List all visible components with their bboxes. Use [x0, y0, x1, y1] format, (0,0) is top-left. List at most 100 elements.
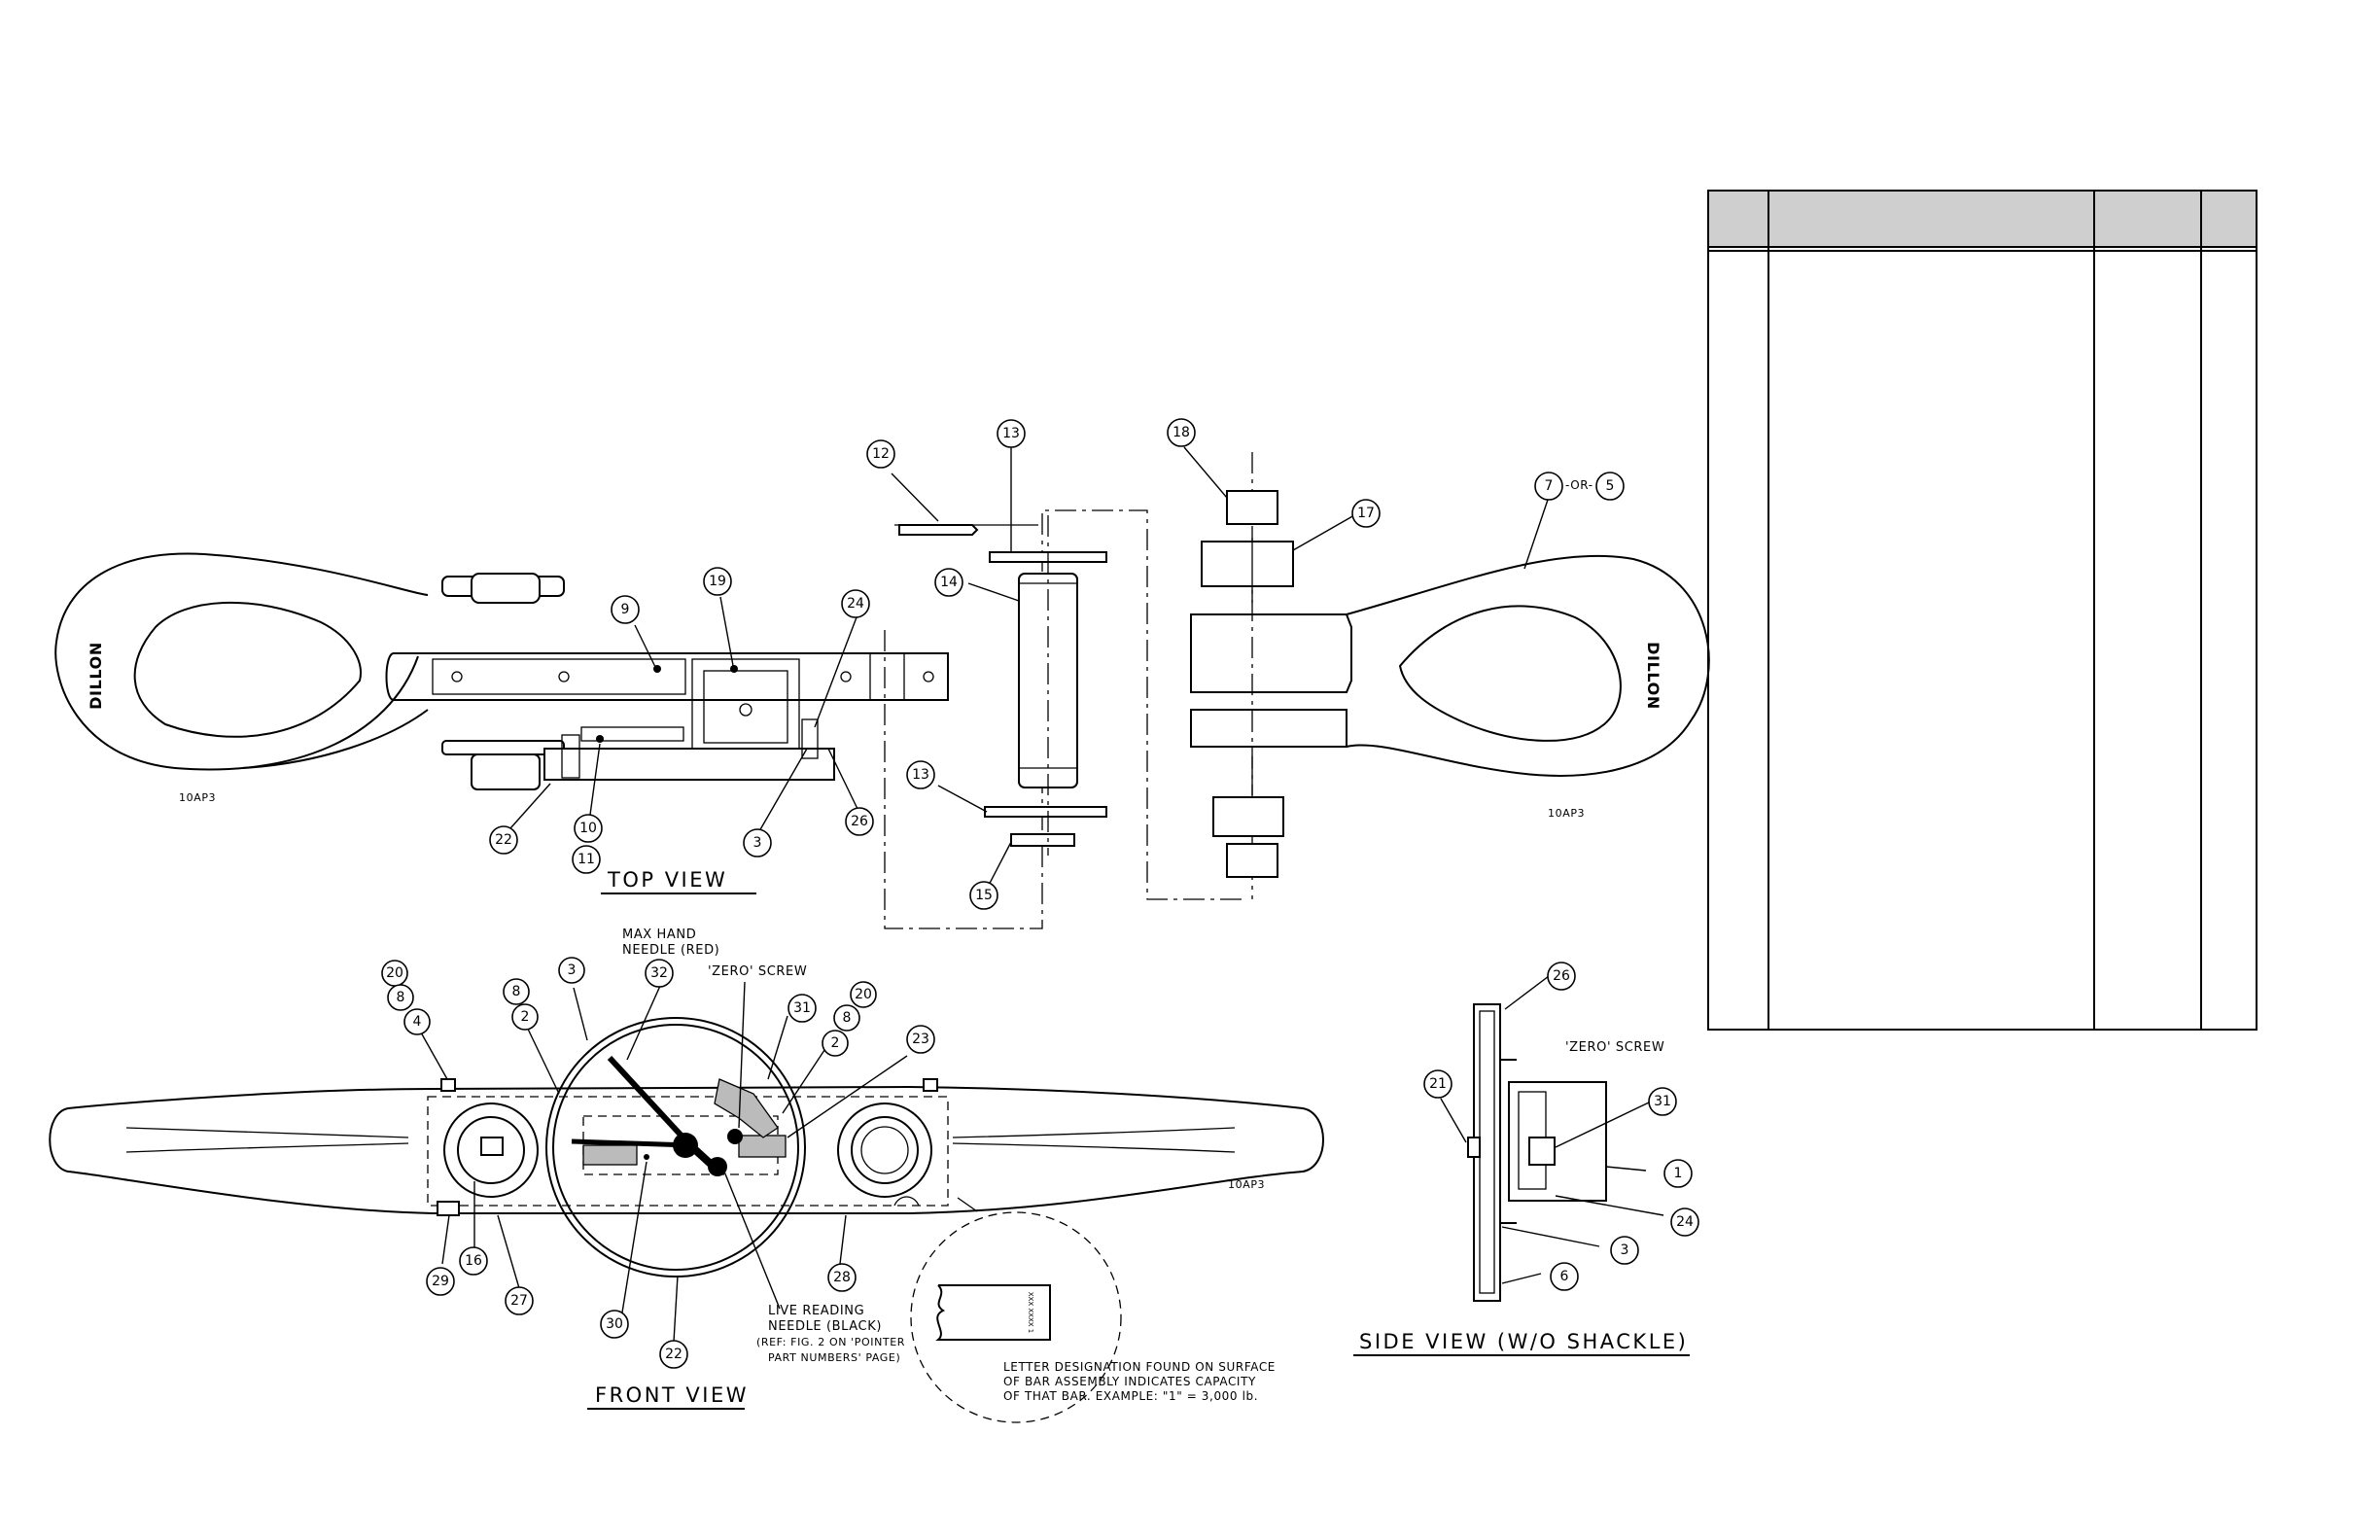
callout-30: 30 — [600, 1310, 629, 1339]
parts-table-header — [1707, 190, 2258, 248]
note-letter-1: LETTER DESIGNATION FOUND ON SURFACE — [1003, 1360, 1276, 1374]
callout-8b: 8 — [503, 978, 530, 1005]
front-view-title: FRONT VIEW — [595, 1383, 749, 1407]
callout-14: 14 — [934, 568, 963, 597]
callout-24b: 24 — [1670, 1208, 1699, 1237]
svg-text:3: 3 — [568, 962, 577, 978]
note-live-4: PART NUMBERS' PAGE) — [768, 1351, 900, 1364]
svg-text:24: 24 — [1676, 1214, 1694, 1230]
callout-31b: 31 — [1648, 1087, 1677, 1116]
svg-text:4: 4 — [413, 1014, 422, 1030]
svg-text:23: 23 — [912, 1032, 929, 1047]
callout-27: 27 — [505, 1286, 534, 1315]
callout-24: 24 — [841, 589, 870, 618]
callout-1: 1 — [1663, 1159, 1693, 1188]
callout-13a: 13 — [997, 419, 1026, 448]
callout-3b: 3 — [558, 957, 585, 984]
dillon-right-label: DILLON — [1644, 642, 1662, 710]
callout-19: 19 — [703, 567, 732, 596]
callout-15: 15 — [969, 881, 998, 910]
note-live-3: (REF: FIG. 2 ON 'POINTER — [756, 1336, 905, 1348]
svg-text:19: 19 — [709, 574, 726, 589]
svg-text:29: 29 — [432, 1274, 449, 1289]
callout-16: 16 — [459, 1246, 488, 1276]
svg-text:22: 22 — [665, 1347, 682, 1362]
callout-9: 9 — [611, 595, 640, 624]
part-code-left: 10AP3 — [179, 791, 216, 804]
callout-2b: 2 — [822, 1030, 849, 1057]
svg-text:26: 26 — [1553, 968, 1570, 984]
svg-text:27: 27 — [510, 1293, 528, 1309]
note-live-2: NEEDLE (BLACK) — [768, 1319, 882, 1334]
svg-text:8: 8 — [843, 1010, 852, 1026]
svg-text:11: 11 — [578, 852, 595, 867]
callout-6: 6 — [1550, 1262, 1579, 1291]
note-max-hand-2: NEEDLE (RED) — [622, 943, 719, 958]
svg-text:17: 17 — [1357, 506, 1375, 521]
callout-26b: 26 — [1547, 962, 1576, 991]
part-code-front: 10AP3 — [1228, 1178, 1265, 1191]
svg-text:16: 16 — [465, 1253, 482, 1269]
svg-text:31: 31 — [793, 1000, 811, 1016]
svg-text:13: 13 — [1002, 426, 1020, 441]
parts-table — [1707, 190, 2258, 1031]
svg-text:3: 3 — [753, 835, 762, 851]
part-code-right: 10AP3 — [1548, 807, 1585, 820]
svg-text:30: 30 — [606, 1316, 623, 1332]
callout-8c: 8 — [833, 1004, 860, 1032]
callout-22: 22 — [489, 825, 518, 855]
svg-text:20: 20 — [386, 965, 403, 981]
svg-text:13: 13 — [912, 767, 929, 783]
svg-text:8: 8 — [512, 984, 521, 999]
callout-20a: 20 — [381, 960, 408, 987]
callout-7: 7 — [1534, 472, 1563, 501]
callout-17: 17 — [1351, 499, 1381, 528]
side-view-title: SIDE VIEW (W/O SHACKLE) — [1359, 1330, 1688, 1353]
callout-23: 23 — [906, 1025, 935, 1054]
note-letter-3: OF THAT BAR. EXAMPLE: "1" = 3,000 lb. — [1003, 1389, 1258, 1403]
callout-12: 12 — [866, 439, 895, 469]
note-zero-screw-front: 'ZERO' SCREW — [708, 964, 807, 979]
svg-text:22: 22 — [495, 832, 512, 848]
parts-table-frame — [1707, 190, 2258, 1031]
note-letter-2: OF BAR ASSEMBLY INDICATES CAPACITY — [1003, 1375, 1256, 1388]
svg-text:5: 5 — [1606, 478, 1615, 494]
callout-28: 28 — [827, 1263, 857, 1292]
svg-text:2: 2 — [521, 1009, 530, 1025]
svg-text:26: 26 — [851, 814, 868, 829]
note-zero-screw-side: 'ZERO' SCREW — [1565, 1040, 1664, 1055]
svg-text:15: 15 — [975, 888, 993, 903]
svg-text:14: 14 — [940, 575, 958, 590]
callout-10: 10 — [574, 814, 603, 843]
svg-text:32: 32 — [650, 965, 668, 981]
note-live-1: LIVE READING — [768, 1304, 864, 1318]
callout-18: 18 — [1167, 418, 1196, 447]
top-view-title: TOP VIEW — [607, 868, 727, 892]
svg-text:18: 18 — [1172, 425, 1190, 440]
notes: MAX HAND NEEDLE (RED) 'ZERO' SCREW LIVE … — [622, 478, 1664, 1403]
callout-21: 21 — [1423, 1069, 1452, 1099]
svg-text:2: 2 — [831, 1035, 840, 1051]
top-view: DILLON 10AP3 — [54, 452, 1710, 929]
note-max-hand-1: MAX HAND — [622, 928, 696, 942]
svg-text:31: 31 — [1654, 1094, 1671, 1109]
svg-text:24: 24 — [847, 596, 864, 612]
callout-3c: 3 — [1610, 1236, 1639, 1265]
callout-2a: 2 — [511, 1003, 539, 1031]
callout-26: 26 — [845, 807, 874, 836]
svg-text:12: 12 — [872, 446, 890, 462]
callout-31a: 31 — [788, 994, 817, 1023]
callout-20b: 20 — [850, 981, 877, 1008]
callout-bubbles: 9 19 24 26 3 10 11 22 12 13 14 13 15 18 … — [381, 418, 1699, 1369]
svg-text:20: 20 — [855, 987, 872, 1002]
svg-text:1: 1 — [1674, 1166, 1683, 1181]
callout-11: 11 — [572, 845, 601, 874]
svg-text:21: 21 — [1429, 1076, 1447, 1092]
callout-32: 32 — [645, 959, 674, 988]
callout-13b: 13 — [906, 760, 935, 789]
callout-3: 3 — [743, 828, 772, 858]
svg-text:10: 10 — [579, 821, 597, 836]
svg-text:7: 7 — [1545, 478, 1554, 494]
svg-text:8: 8 — [397, 990, 405, 1005]
